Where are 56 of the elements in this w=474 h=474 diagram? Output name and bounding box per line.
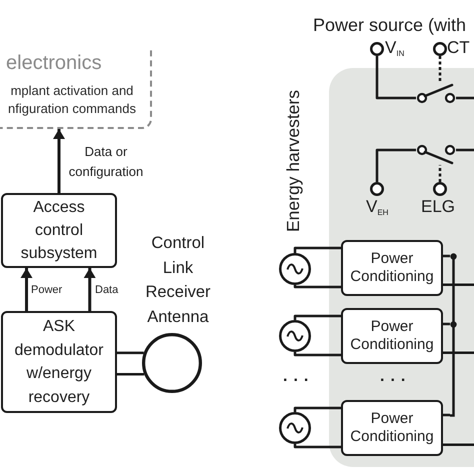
box-label: ASK demodulator w/energy recovery	[14, 317, 104, 408]
ac-source-symbol	[279, 320, 311, 352]
terminal-icon	[433, 182, 447, 196]
connector-line	[294, 314, 341, 320]
terminal-icon	[370, 182, 384, 196]
region-text: mplant activation and nfiguration commands	[7, 82, 137, 118]
process-box	[341, 308, 443, 364]
ac-source-symbol	[279, 253, 311, 285]
terminal-label: ELG	[421, 198, 456, 217]
arrow	[53, 129, 65, 193]
switch-symbol	[416, 144, 456, 165]
terminal-label: V$_{EH}$	[366, 198, 388, 218]
ac-source-symbol	[279, 412, 311, 444]
process-box	[1, 311, 117, 413]
terminal-icon	[433, 42, 447, 56]
bus-bar	[450, 252, 457, 416]
ellipsis: ...	[380, 368, 412, 386]
side-label: Energy harvesters	[284, 90, 304, 232]
dashed-line	[438, 165, 442, 182]
antenna-label: Control Link Receiver Antenna	[144, 233, 212, 328]
arrow	[20, 268, 33, 311]
connector-line	[294, 246, 341, 253]
terminal-label: V$_{IN}$	[385, 39, 404, 59]
process-box	[1, 193, 117, 268]
connector-line	[456, 148, 474, 152]
connector-line	[117, 373, 144, 376]
connector-line	[376, 148, 416, 182]
region-heading: electronics	[6, 52, 102, 75]
terminal-icon	[370, 42, 384, 56]
connector-line	[294, 406, 341, 412]
connector-line	[443, 254, 450, 258]
dashed-boundary	[0, 50, 152, 129]
connector-line	[443, 284, 474, 286]
process-box	[341, 400, 443, 456]
arrow	[84, 268, 96, 311]
antenna-loop	[142, 333, 202, 393]
connector-line	[443, 352, 474, 354]
connector-line	[294, 444, 341, 448]
process-box	[341, 240, 443, 296]
terminal-label: CT	[447, 39, 470, 58]
heading: Power source (with	[313, 16, 466, 36]
connector-line	[456, 96, 474, 100]
box-label: Power Conditioning	[349, 410, 435, 446]
connector-line	[294, 285, 341, 288]
box-label: Power Conditioning	[349, 318, 435, 354]
connector-line	[117, 352, 144, 354]
box-label: Access control subsystem	[20, 198, 98, 264]
connector-line	[443, 444, 474, 446]
ellipsis: ...	[283, 368, 314, 386]
dashed-line	[438, 56, 442, 83]
connector-line	[443, 322, 450, 326]
connector-line	[376, 56, 416, 100]
switch-symbol	[416, 83, 456, 104]
box-label: Power Conditioning	[349, 250, 435, 286]
connector-line	[443, 414, 450, 416]
connector-line	[294, 352, 341, 356]
